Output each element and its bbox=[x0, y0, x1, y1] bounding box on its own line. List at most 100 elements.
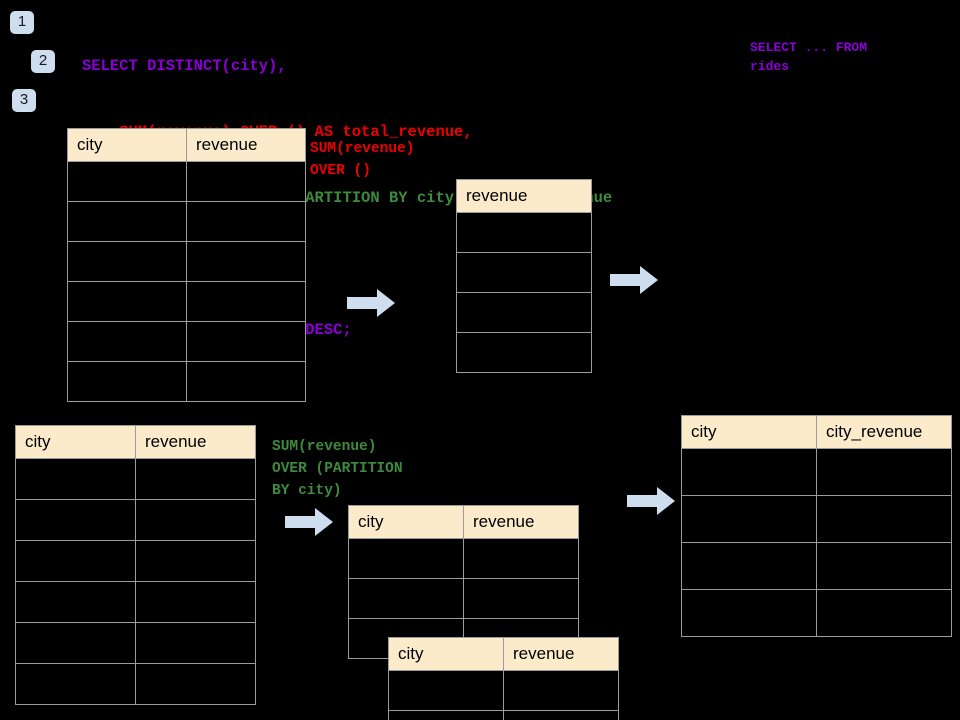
cell-revenue bbox=[186, 241, 306, 282]
cell-revenue bbox=[135, 540, 256, 582]
cell-city-revenue bbox=[816, 589, 952, 637]
cell-revenue bbox=[503, 670, 619, 711]
cell-city bbox=[15, 540, 136, 582]
partition-group-table-b: city revenue bbox=[388, 637, 619, 720]
table-row bbox=[15, 663, 256, 705]
partition-group-table-a: city revenue bbox=[348, 505, 579, 659]
cell-city-revenue bbox=[816, 495, 952, 543]
cell-revenue bbox=[186, 361, 306, 402]
cell-revenue bbox=[135, 581, 256, 623]
cell-revenue bbox=[186, 161, 306, 202]
table-header-row: city city_revenue bbox=[681, 415, 952, 449]
arrow-total-to-result bbox=[610, 266, 658, 294]
table-row bbox=[67, 241, 306, 282]
cell-city-revenue bbox=[816, 448, 952, 496]
cell-revenue bbox=[135, 458, 256, 500]
cell-revenue bbox=[135, 663, 256, 705]
cell-city bbox=[15, 581, 136, 623]
rides-source-table: city revenue bbox=[67, 128, 306, 402]
table-row bbox=[456, 292, 592, 333]
step-badge-3: 3 bbox=[12, 89, 36, 112]
table-row bbox=[681, 589, 952, 637]
cell-city bbox=[681, 542, 817, 590]
cell-city bbox=[67, 161, 187, 202]
column-header-city: city bbox=[15, 425, 136, 459]
total-revenue-table: revenue bbox=[456, 179, 592, 373]
table-row bbox=[456, 332, 592, 373]
table-row bbox=[15, 540, 256, 582]
cell-city bbox=[388, 670, 504, 711]
cell-city bbox=[348, 538, 464, 579]
cell-city bbox=[67, 361, 187, 402]
column-header-city: city bbox=[348, 505, 464, 539]
cell-city bbox=[15, 663, 136, 705]
table-row bbox=[67, 321, 306, 362]
cell-revenue bbox=[186, 321, 306, 362]
cell-city bbox=[67, 201, 187, 242]
cell-city bbox=[681, 448, 817, 496]
table-row bbox=[388, 710, 619, 720]
column-header-revenue: revenue bbox=[463, 505, 579, 539]
arrow-source-to-total bbox=[347, 289, 395, 317]
table-row bbox=[348, 538, 579, 579]
cell-city bbox=[67, 321, 187, 362]
cell-revenue bbox=[456, 212, 592, 253]
step-badge-1: 1 bbox=[10, 11, 34, 34]
cell-city bbox=[388, 710, 504, 720]
cell-revenue bbox=[463, 538, 579, 579]
table-row bbox=[67, 201, 306, 242]
cell-city bbox=[681, 495, 817, 543]
table-header-row: city revenue bbox=[388, 637, 619, 671]
cell-revenue bbox=[186, 201, 306, 242]
sql-line-1: SELECT DISTINCT(city), bbox=[82, 57, 287, 75]
table-header-row: city revenue bbox=[348, 505, 579, 539]
cell-city bbox=[67, 281, 187, 322]
cell-revenue bbox=[135, 622, 256, 664]
cell-revenue bbox=[503, 710, 619, 720]
column-header-city: city bbox=[67, 128, 187, 162]
cell-revenue bbox=[456, 252, 592, 293]
cell-revenue bbox=[186, 281, 306, 322]
column-header-revenue: revenue bbox=[186, 128, 306, 162]
table-row bbox=[456, 212, 592, 253]
column-header-city: city bbox=[681, 415, 817, 449]
table-row bbox=[67, 161, 306, 202]
table-row bbox=[15, 499, 256, 541]
table-header-row: city revenue bbox=[67, 128, 306, 162]
cell-revenue bbox=[456, 292, 592, 333]
column-header-revenue: revenue bbox=[135, 425, 256, 459]
arrow-source-to-partition bbox=[285, 508, 333, 536]
table-row bbox=[681, 448, 952, 496]
cell-city bbox=[67, 241, 187, 282]
table-header-row: city revenue bbox=[15, 425, 256, 459]
cell-city bbox=[15, 499, 136, 541]
table-row bbox=[681, 495, 952, 543]
column-header-city: city bbox=[388, 637, 504, 671]
table-row bbox=[456, 252, 592, 293]
table-row bbox=[15, 622, 256, 664]
cell-revenue bbox=[456, 332, 592, 373]
arrow-partition-to-result bbox=[627, 487, 675, 515]
table-row bbox=[15, 581, 256, 623]
column-header-revenue: revenue bbox=[456, 179, 592, 213]
table-row bbox=[348, 578, 579, 619]
step-badge-2: 2 bbox=[31, 50, 55, 73]
cell-city bbox=[15, 458, 136, 500]
table-header-row: revenue bbox=[456, 179, 592, 213]
cell-city-revenue bbox=[816, 542, 952, 590]
table-row bbox=[67, 281, 306, 322]
cell-revenue bbox=[463, 578, 579, 619]
cell-city bbox=[348, 578, 464, 619]
table-row bbox=[388, 670, 619, 711]
cell-city bbox=[681, 589, 817, 637]
column-header-city-revenue: city_revenue bbox=[816, 415, 952, 449]
table-row bbox=[67, 361, 306, 402]
table-row bbox=[15, 458, 256, 500]
table-row bbox=[681, 542, 952, 590]
cell-city bbox=[15, 622, 136, 664]
rides-source-table-2: city revenue bbox=[15, 425, 256, 705]
result-table: city city_revenue bbox=[681, 415, 952, 637]
cell-revenue bbox=[135, 499, 256, 541]
annotation-select-from: SELECT ... FROM rides bbox=[750, 40, 868, 74]
column-header-revenue: revenue bbox=[503, 637, 619, 671]
